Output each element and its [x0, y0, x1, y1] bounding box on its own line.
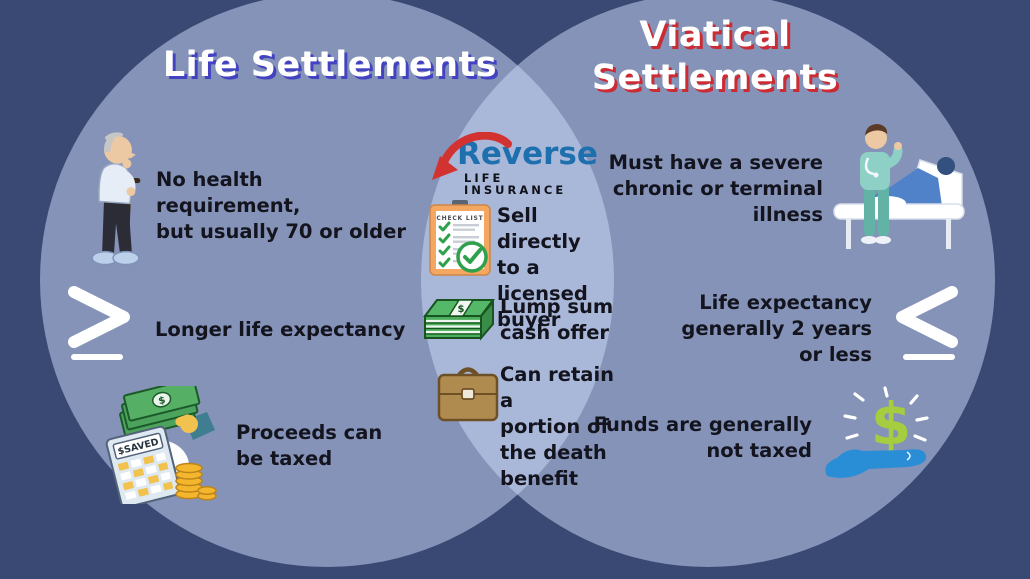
elderly-man-icon — [76, 126, 158, 270]
shared-item-retain-text: Can retain a portion of the death benefi… — [500, 363, 615, 490]
doctor-patient-icon — [830, 118, 968, 252]
right-title: Viatical Settlements — [591, 15, 839, 98]
logo-brand-text: Reverse — [457, 136, 598, 172]
life-item-health-text: No health requirement, but usually 70 or… — [156, 168, 406, 243]
cash-dollar-glyph: $ — [458, 304, 465, 315]
viatical-item-taxed-text: Funds are generally not taxed — [593, 413, 812, 462]
life-item-taxed-text: Proceeds can be taxed — [236, 421, 383, 470]
savings-icon: $ $SAVED — [102, 386, 218, 504]
right-circle — [421, 0, 995, 567]
cash-stack-icon: $ — [422, 296, 500, 344]
life-item-expectancy-text: Longer life expectancy — [155, 318, 406, 341]
checklist-icon: CHECK LIST — [427, 200, 493, 276]
shared-item-sell-text: Sell directly to a licensed buyer — [497, 204, 588, 331]
reverse-life-insurance-logo: Reverse LIFE INSURANCE — [430, 130, 605, 196]
greater-or-equal-icon — [62, 282, 142, 364]
logo-tagline-text: LIFE INSURANCE — [464, 171, 567, 197]
hand-dollar-icon: $ — [815, 386, 935, 486]
shared-item-lumpsum-text: Lump sum cash offer — [500, 295, 614, 344]
logo-swoosh-arrow-icon — [430, 132, 514, 190]
less-or-equal-icon — [884, 282, 964, 364]
briefcase-icon — [437, 362, 499, 424]
bill-dollar-glyph: $ — [157, 395, 166, 407]
left-title: Life Settlements — [162, 45, 498, 85]
viatical-item-illness-text: Must have a severe chronic or terminal i… — [608, 151, 823, 226]
checklist-header-text: CHECK LIST — [436, 215, 483, 222]
hand-dollar-glyph: $ — [871, 390, 911, 458]
viatical-item-expectancy-text: Life expectancy generally 2 years or les… — [681, 291, 872, 366]
